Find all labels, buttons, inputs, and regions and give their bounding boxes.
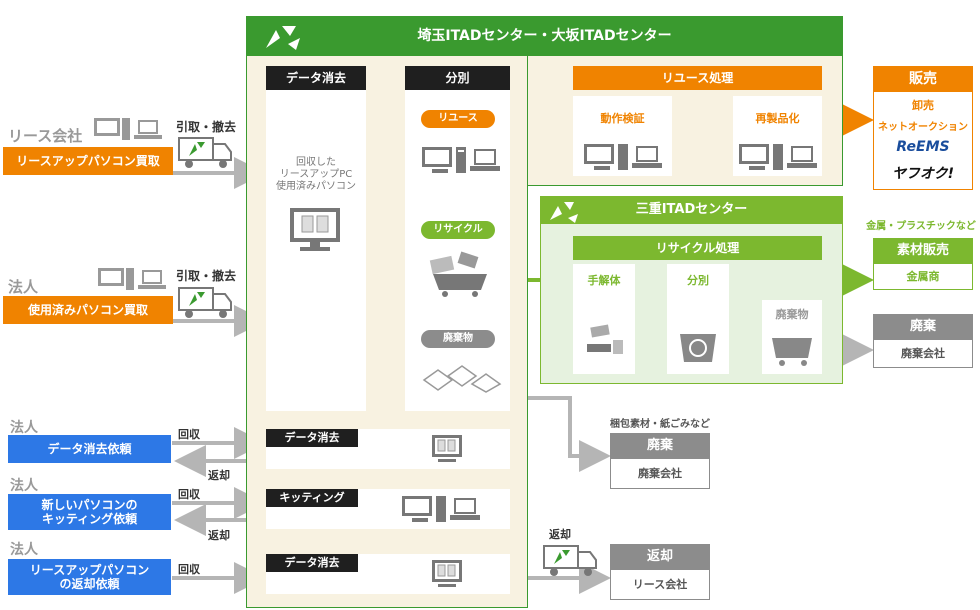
lease-buy-box: リースアップパソコン買取 — [3, 147, 173, 175]
computer-icon — [584, 144, 662, 170]
reuse-process-header: リユース処理 — [573, 66, 822, 90]
return-label-2: 返却 — [208, 529, 230, 542]
computer-icon — [402, 496, 480, 522]
recycle-pill: リサイクル — [421, 221, 495, 239]
return-sub: リース会社 — [632, 578, 688, 592]
disposal-sub-1: 廃棄会社 — [901, 347, 945, 361]
pickup-label-2: 引取・撤去 — [176, 269, 237, 283]
recycle-bin-icon — [680, 334, 716, 362]
erase-request-box: データ消去依頼 — [8, 435, 171, 463]
return-label-1: 返却 — [208, 469, 230, 482]
truck-icon — [543, 545, 597, 576]
auction-label: ネットオークション — [878, 122, 968, 133]
material-note: 金属・プラスチックなど — [866, 221, 976, 232]
pickup-label-1: 引取・撤去 — [176, 120, 237, 134]
dismantle-box — [573, 264, 635, 374]
monitor-icon — [290, 208, 340, 251]
wholesale-label: 卸売 — [912, 99, 934, 113]
collect-label-1: 回収 — [178, 428, 200, 441]
service-kitting: キッティング — [266, 489, 358, 507]
used-buy-box: 使用済みパソコン買取 — [3, 296, 173, 324]
collect-label-3: 回収 — [178, 563, 200, 576]
recycle-logo-icon — [550, 202, 578, 223]
return-header: 返却 — [610, 544, 710, 570]
parts-icon — [587, 324, 623, 354]
truck-icon — [178, 287, 232, 318]
lease-company-label: リース会社 — [8, 127, 83, 145]
reems-logo: ReEMS — [896, 138, 950, 155]
reuse-pill: リユース — [421, 110, 495, 128]
mie-title: 三重ITADセンター — [540, 196, 843, 224]
return-label: 返却 — [549, 528, 571, 542]
scrap-cart-icon — [429, 251, 487, 297]
material-sub: 金属商 — [906, 270, 940, 284]
service-erase-2: データ消去 — [266, 554, 358, 572]
disposal-sub-2: 廃棄会社 — [638, 467, 682, 481]
sort-header: 分別 — [405, 66, 510, 90]
collect-label-2: 回収 — [178, 488, 200, 501]
material-header: 素材販売 — [873, 238, 973, 264]
monitor-icon — [432, 560, 462, 587]
sales-header: 販売 — [873, 66, 973, 92]
saitama-title: 埼玉ITADセンター・大坂ITADセンター — [246, 16, 843, 56]
kitting-request-box: 新しいパソコンの キッティング依頼 — [8, 494, 171, 530]
service-erase-1: データ消去 — [266, 429, 358, 447]
data-erase-header: データ消去 — [266, 66, 366, 90]
refurb-label: 再製品化 — [755, 112, 800, 126]
corp-label-2: 法人 — [10, 420, 38, 436]
dismantle-label: 手解体 — [587, 274, 621, 288]
mie-waste-box — [762, 300, 822, 374]
disposal-header-1: 廃棄 — [873, 314, 973, 340]
boxes-icon — [422, 365, 502, 393]
inspect-label: 動作検証 — [600, 112, 645, 126]
mie-waste-label: 廃棄物 — [775, 308, 809, 322]
cart-icon — [772, 338, 812, 366]
recycle-logo-icon — [266, 26, 300, 50]
yafuoku-logo: ヤフオク! — [891, 165, 955, 182]
data-erase-text: 回収した リースアップPC 使用済みパソコン — [276, 157, 356, 192]
computer-icon — [94, 118, 162, 140]
corp-label-4: 法人 — [10, 542, 38, 558]
computer-icon — [739, 144, 817, 170]
disposal-note-2: 梱包素材・紙ごみなど — [610, 419, 710, 430]
sort-label: 分別 — [687, 274, 709, 288]
truck-icon — [178, 137, 232, 168]
disposal-header-2: 廃棄 — [610, 433, 710, 459]
corp-label-1: 法人 — [8, 278, 39, 296]
computer-icon — [422, 147, 500, 173]
corp-label-3: 法人 — [10, 478, 38, 494]
computer-icon — [98, 268, 166, 290]
recycle-process-header: リサイクル処理 — [573, 236, 822, 260]
waste-pill: 廃棄物 — [421, 330, 495, 348]
return-request-box: リースアップパソコン の返却依頼 — [8, 559, 171, 595]
monitor-icon — [432, 435, 462, 462]
